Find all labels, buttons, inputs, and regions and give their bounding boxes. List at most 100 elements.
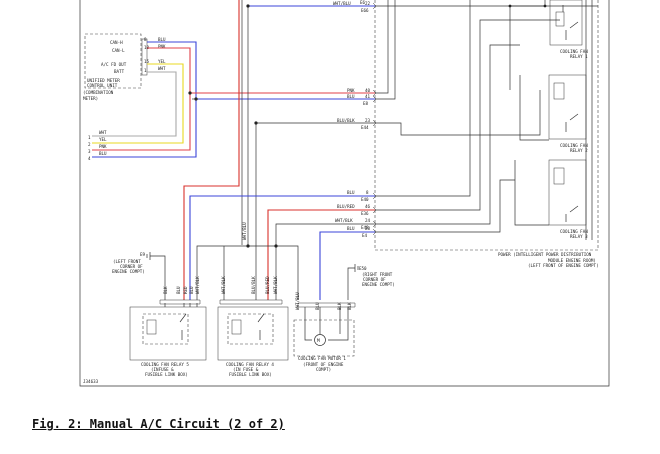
ground-right-label: (RIGHT FRONT	[362, 272, 393, 277]
meter-pin-number: 15	[144, 59, 150, 64]
ground-left-wire	[150, 255, 166, 300]
meter-wire-color: YEL	[158, 59, 166, 64]
ipdm-wire-internal	[509, 5, 598, 90]
relay4-wire: BLU/RED	[265, 276, 270, 294]
meter-title: CONTROL UNIT	[87, 83, 118, 88]
ground-right: E50 (RIGHT FRONT CORNER OF ENGINE COMPT)	[347, 264, 395, 300]
bus-wire-color: PNK	[99, 144, 107, 149]
relay5-wire: WHT/BLK	[195, 276, 200, 294]
meter-box	[84, 33, 142, 89]
motor1-wire: BLK	[347, 302, 352, 310]
relay5-label: FUSIBLE LINK BOX)	[145, 372, 188, 377]
relay2-label: RELAY 2	[570, 148, 588, 153]
motor1-symbol: M	[317, 338, 320, 344]
relay4-label: COOLING FAN RELAY 4	[226, 362, 274, 367]
cooling-fan-relay-3: COOLING FAN RELAY 3	[514, 159, 588, 239]
ground-left-label: (LEFT FRONT	[113, 259, 141, 264]
motor1-box	[293, 319, 355, 357]
relay4-inner	[227, 313, 274, 345]
ipdm-box	[374, 0, 599, 251]
motor1-label: COOLING FAN MOTOR 1	[298, 356, 346, 361]
relay4-label: FUSIBLE LINK BOX)	[229, 372, 272, 377]
splice-dot	[543, 4, 547, 8]
bus-number: 4	[88, 156, 91, 161]
ipdm-wire-internal	[375, 19, 560, 211]
meter-wire-color: WHT	[158, 66, 166, 71]
meter-pin-label: CAN-L	[112, 48, 125, 53]
ipdm-conn: E66	[361, 8, 369, 13]
wiring-diagram: J34633 E6 CAN-H CAN-L A/C FD OUT BATT 8 …	[79, 0, 610, 387]
meter-title: METER)	[83, 96, 98, 101]
relay4-wire: WHT/BLK	[221, 276, 226, 294]
relay5-label: (INFUSE &	[151, 367, 174, 372]
ground-right-label: CORNER OF	[363, 277, 386, 282]
relay5-red-wire	[183, 0, 240, 300]
diagram-border	[79, 0, 610, 387]
relay5-box	[129, 306, 207, 361]
bus-wire-color: YEL	[99, 137, 107, 142]
splice-dot	[246, 4, 250, 8]
relay1-label: RELAY 1	[570, 54, 588, 59]
ipdm-conn: E40	[361, 197, 369, 202]
ground-right-symbol	[354, 264, 359, 272]
relay4-switch	[257, 313, 265, 340]
relay4-box	[217, 306, 289, 361]
meter-pin-number: 8	[144, 37, 147, 42]
ipdm-pin: 22	[365, 1, 371, 6]
relay3-box	[548, 159, 587, 226]
ipdm-wire-internal	[375, 44, 520, 225]
meter-batt-wire	[92, 71, 177, 137]
bus-wire-color: WHT	[99, 130, 107, 135]
ground-left-id: E9	[140, 252, 146, 257]
relay4-wire: WHT/BLK	[273, 276, 278, 294]
meter-pin-label: CAN-H	[110, 40, 123, 45]
ipdm-wire: BLU	[347, 226, 355, 231]
diagram-code: J34633	[83, 379, 99, 384]
ipdm-conn: E44	[361, 125, 369, 130]
unified-meter: CAN-H CAN-L A/C FD OUT BATT 8 10 15 1 BL…	[83, 33, 166, 101]
ipdm-conn: E8	[363, 101, 369, 106]
ipdm-pins: WHT/BLU 22 E66 PNK 40 BLU 41 E8 BLU/BLK …	[333, 1, 377, 238]
relay4-connector	[219, 299, 283, 305]
relay4-blu-red-wire	[267, 209, 375, 300]
ipdm-pin: 40	[365, 88, 371, 93]
meter-connector	[141, 38, 148, 76]
relay5-wire: BLU	[176, 286, 181, 294]
bus-wire-color: BLU	[99, 151, 107, 156]
ipdm-wire: BLU	[347, 94, 355, 99]
ground-right-wire	[347, 267, 355, 300]
ground-right-label: ENGINE COMPT)	[362, 282, 395, 287]
relay2-coil	[553, 82, 565, 100]
bus-number: 2	[88, 142, 91, 147]
ipdm-pin: 8	[366, 190, 369, 195]
ipdm-wire-internal	[375, 179, 515, 233]
ipdm-wire-internal	[375, 0, 471, 197]
ipdm-pin: 46	[365, 204, 371, 209]
relay4-wht-blk-wire	[275, 223, 375, 300]
ipdm-bus	[585, 0, 593, 240]
wht-blu-label: WHT/BLU	[242, 222, 247, 240]
motor1-label: COMPT)	[316, 367, 331, 372]
ground-left-label: ENGINE COMPT)	[112, 269, 145, 274]
relay4-wire: BLU/BLK	[251, 276, 256, 294]
ipdm-label: POWER (INTELLIGENT POWER DISTRIBUTION	[498, 252, 592, 257]
relay3-label: COOLING FAN	[560, 229, 588, 234]
ipdm-wire: WHT/BLK	[335, 218, 353, 223]
ipdm-connector-marks	[372, 2, 377, 236]
ground-left: E9 (LEFT FRONT CORNER OF ENGINE COMPT)	[112, 252, 166, 300]
relay2-box	[548, 74, 587, 140]
cooling-fan-motor-1: M WHT/BLU BLU BLK BLK COOLING FAN MOTOR …	[293, 292, 356, 372]
figure-caption: Fig. 2: Manual A/C Circuit (2 of 2)	[32, 417, 285, 431]
relay3-switch	[514, 160, 579, 226]
ipdm-wire-internal	[375, 0, 389, 94]
relay5-switch	[164, 303, 198, 340]
meter-can-l-wire	[92, 47, 191, 151]
ipdm-wire: BLU/BLK	[337, 118, 355, 123]
relay3-coil	[553, 167, 565, 185]
meter-title: (COMBINATION	[83, 90, 114, 95]
relay5-connector	[159, 299, 201, 305]
splice-dot	[274, 244, 278, 248]
relay5-label: COOLING FAN RELAY 5	[141, 362, 189, 367]
ipdm-wire: WHT/BLU	[333, 1, 351, 6]
motor1-wiring	[304, 307, 349, 341]
